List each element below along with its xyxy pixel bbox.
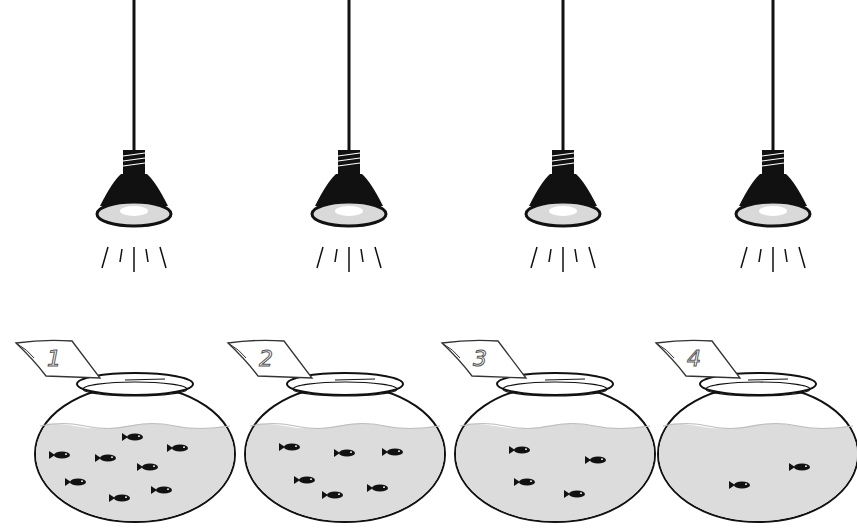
fish xyxy=(322,491,343,499)
fish xyxy=(729,481,750,489)
fish-group xyxy=(49,433,810,502)
fish xyxy=(151,486,172,494)
lamp xyxy=(97,150,171,272)
flag-fold xyxy=(228,343,246,358)
fish xyxy=(294,476,315,484)
fish xyxy=(49,451,70,459)
flag-fold xyxy=(656,343,674,358)
lamp-cord xyxy=(133,0,136,151)
fish-bowl xyxy=(658,373,857,522)
fish xyxy=(167,444,188,452)
fish xyxy=(382,448,403,456)
lamp-cord xyxy=(348,0,351,151)
fish xyxy=(109,494,130,502)
fish xyxy=(564,490,585,498)
flag-fold xyxy=(442,343,460,358)
fish-bowl xyxy=(245,373,445,522)
bowl-flag: 3 xyxy=(440,338,526,378)
fish-bowl xyxy=(455,373,655,522)
bowl-number: 1 xyxy=(14,338,100,378)
flag-fold xyxy=(16,343,34,358)
fish xyxy=(789,463,810,471)
bowl-flag: 4 xyxy=(654,338,740,378)
bowl-number: 4 xyxy=(654,338,740,378)
bowl-number: 2 xyxy=(226,338,312,378)
fish xyxy=(65,478,86,486)
lamp xyxy=(312,150,386,272)
fish xyxy=(122,433,143,441)
fish xyxy=(509,446,530,454)
bowl-flag: 2 xyxy=(226,338,312,378)
lamp xyxy=(526,150,600,272)
fish-bowl xyxy=(35,373,235,522)
fish xyxy=(367,484,388,492)
fish xyxy=(137,463,158,471)
bowl-number: 3 xyxy=(440,338,526,378)
bowl-flag: 1 xyxy=(14,338,100,378)
fish xyxy=(334,449,355,457)
fish xyxy=(514,478,535,486)
lamp-cord xyxy=(562,0,565,151)
lamp-cord xyxy=(772,0,775,151)
fish xyxy=(585,456,606,464)
fish xyxy=(95,454,116,462)
fish xyxy=(279,443,300,451)
lamp-cords xyxy=(134,0,773,151)
lamp xyxy=(736,150,810,272)
